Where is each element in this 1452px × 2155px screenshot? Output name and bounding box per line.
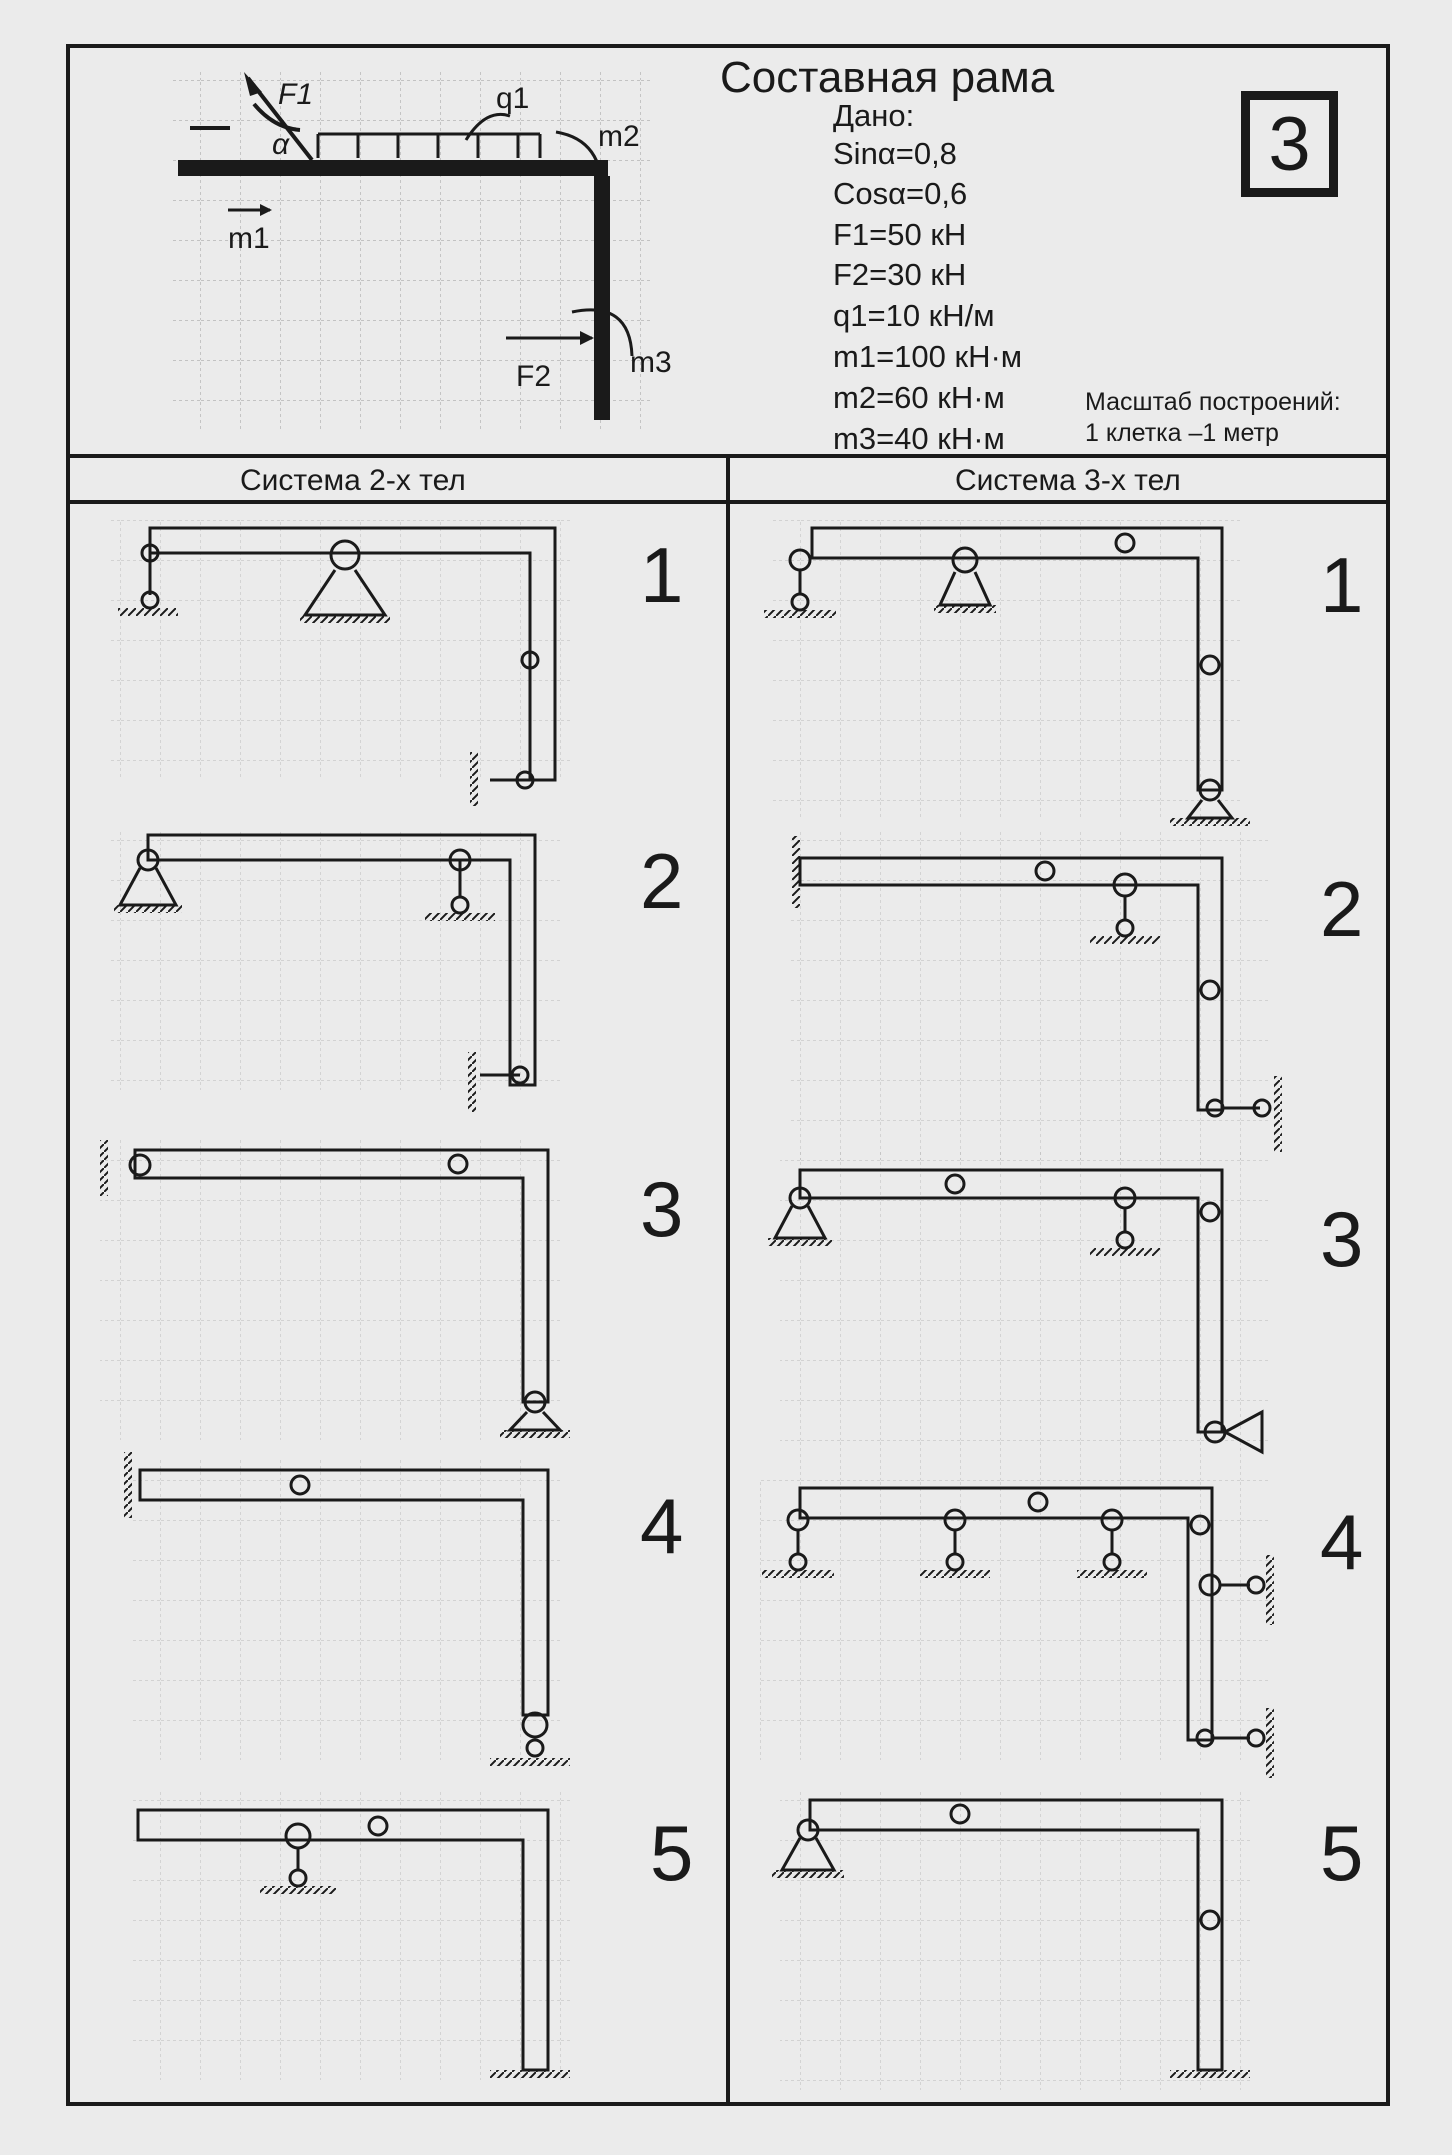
two-body-variant-5: [130, 1790, 570, 2080]
given-f1: F1=50 кН: [833, 217, 967, 252]
three-body-variant-2-number: 2: [1320, 865, 1364, 953]
label-f2: F2: [516, 360, 551, 393]
label-alpha: α: [272, 128, 290, 161]
two-body-variant-5-number: 5: [650, 1809, 694, 1897]
loading-scheme: F1 q1 m2 m1 F2 m3 α: [170, 70, 672, 430]
given-m3: m3=40 кН·м: [833, 421, 1005, 456]
three-body-header: Система 3-х тел: [955, 464, 1181, 497]
label-f1: F1: [278, 78, 313, 111]
given-sin-alpha: Sinα=0,8: [833, 136, 957, 171]
two-body-variants: [100, 520, 570, 2080]
three-body-variant-3: [768, 1150, 1270, 1480]
two-body-variant-3: [100, 1140, 570, 1440]
given-m2: m2=60 кН·м: [833, 380, 1005, 415]
label-m1: m1: [228, 222, 270, 255]
two-body-variant-2: [110, 830, 560, 1112]
scale-note: Масштаб построений: 1 клетка –1 метр: [1085, 387, 1341, 449]
three-body-variants: [760, 520, 1282, 2090]
label-m3: m3: [630, 346, 672, 379]
two-body-header: Система 2-х тел: [240, 464, 466, 497]
three-body-variant-4-number: 4: [1320, 1498, 1364, 1586]
given-f2: F2=30 кН: [833, 257, 967, 292]
three-body-variant-1: [764, 520, 1250, 826]
three-body-variant-5-number: 5: [1320, 1809, 1364, 1897]
two-body-variant-3-number: 3: [640, 1165, 684, 1253]
scale-note-line1: Масштаб построений:: [1085, 388, 1341, 416]
two-body-variant-1-number: 1: [640, 531, 684, 619]
given-cos-alpha: Cosα=0,6: [833, 176, 968, 211]
page-frame: [66, 44, 1390, 2106]
given-m1: m1=100 кН·м: [833, 339, 1023, 374]
page-title: Составная рама: [720, 53, 1055, 102]
three-body-variant-3-number: 3: [1320, 1195, 1364, 1283]
given-label: Дано:: [833, 98, 915, 133]
given-q1: q1=10 кН/м: [833, 298, 995, 333]
three-body-variant-5: [772, 1790, 1250, 2090]
three-body-variant-1-number: 1: [1320, 541, 1364, 629]
label-m2: m2: [598, 120, 640, 153]
three-body-variant-2: [790, 830, 1282, 1160]
label-q1: q1: [496, 82, 529, 115]
three-body-variant-4: [760, 1480, 1274, 1778]
scale-note-line2: 1 клетка –1 метр: [1085, 419, 1279, 447]
two-body-variant-1: [110, 520, 570, 806]
two-body-variant-4: [124, 1452, 570, 1766]
two-body-variant-4-number: 4: [640, 1482, 684, 1570]
task-number-box: 3: [1241, 91, 1338, 197]
two-body-variant-2-number: 2: [640, 837, 684, 925]
